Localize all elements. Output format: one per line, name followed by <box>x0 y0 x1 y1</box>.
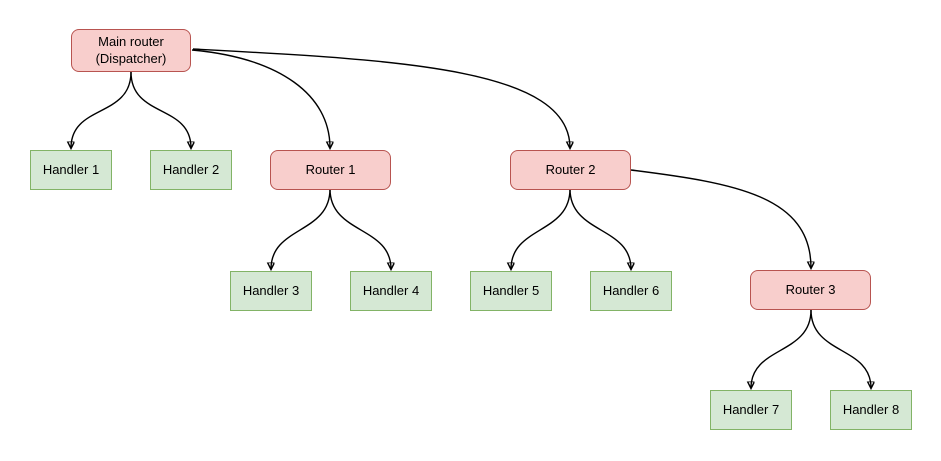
node-handler-4: Handler 4 <box>350 271 432 311</box>
node-handler-1: Handler 1 <box>30 150 112 190</box>
edge-router-3-to-handler-7 <box>751 309 812 388</box>
node-handler-7: Handler 7 <box>710 390 792 430</box>
edge-router-1-to-handler-4 <box>329 188 391 269</box>
node-handler-5: Handler 5 <box>470 271 552 311</box>
edge-main-router-to-router-1 <box>191 49 330 148</box>
node-main-router: Main router (Dispatcher) <box>71 29 191 72</box>
node-handler-3: Handler 3 <box>230 271 312 311</box>
node-router-1: Router 1 <box>270 150 391 190</box>
node-handler-8: Handler 8 <box>830 390 912 430</box>
edge-main-router-to-router-2 <box>192 48 570 148</box>
node-handler-6: Handler 6 <box>590 271 672 311</box>
edge-main-router-to-handler-1 <box>71 71 132 148</box>
node-handler-2: Handler 2 <box>150 150 232 190</box>
edge-router-1-to-handler-3 <box>271 188 331 269</box>
node-router-2: Router 2 <box>510 150 631 190</box>
edge-router-2-to-handler-5 <box>511 188 571 269</box>
edge-router-3-to-handler-8 <box>810 309 871 388</box>
edge-main-router-to-handler-2 <box>130 71 191 148</box>
node-router-3: Router 3 <box>750 270 871 310</box>
edge-router-2-to-handler-6 <box>569 188 631 269</box>
edge-router-2-to-router-3 <box>630 169 811 268</box>
